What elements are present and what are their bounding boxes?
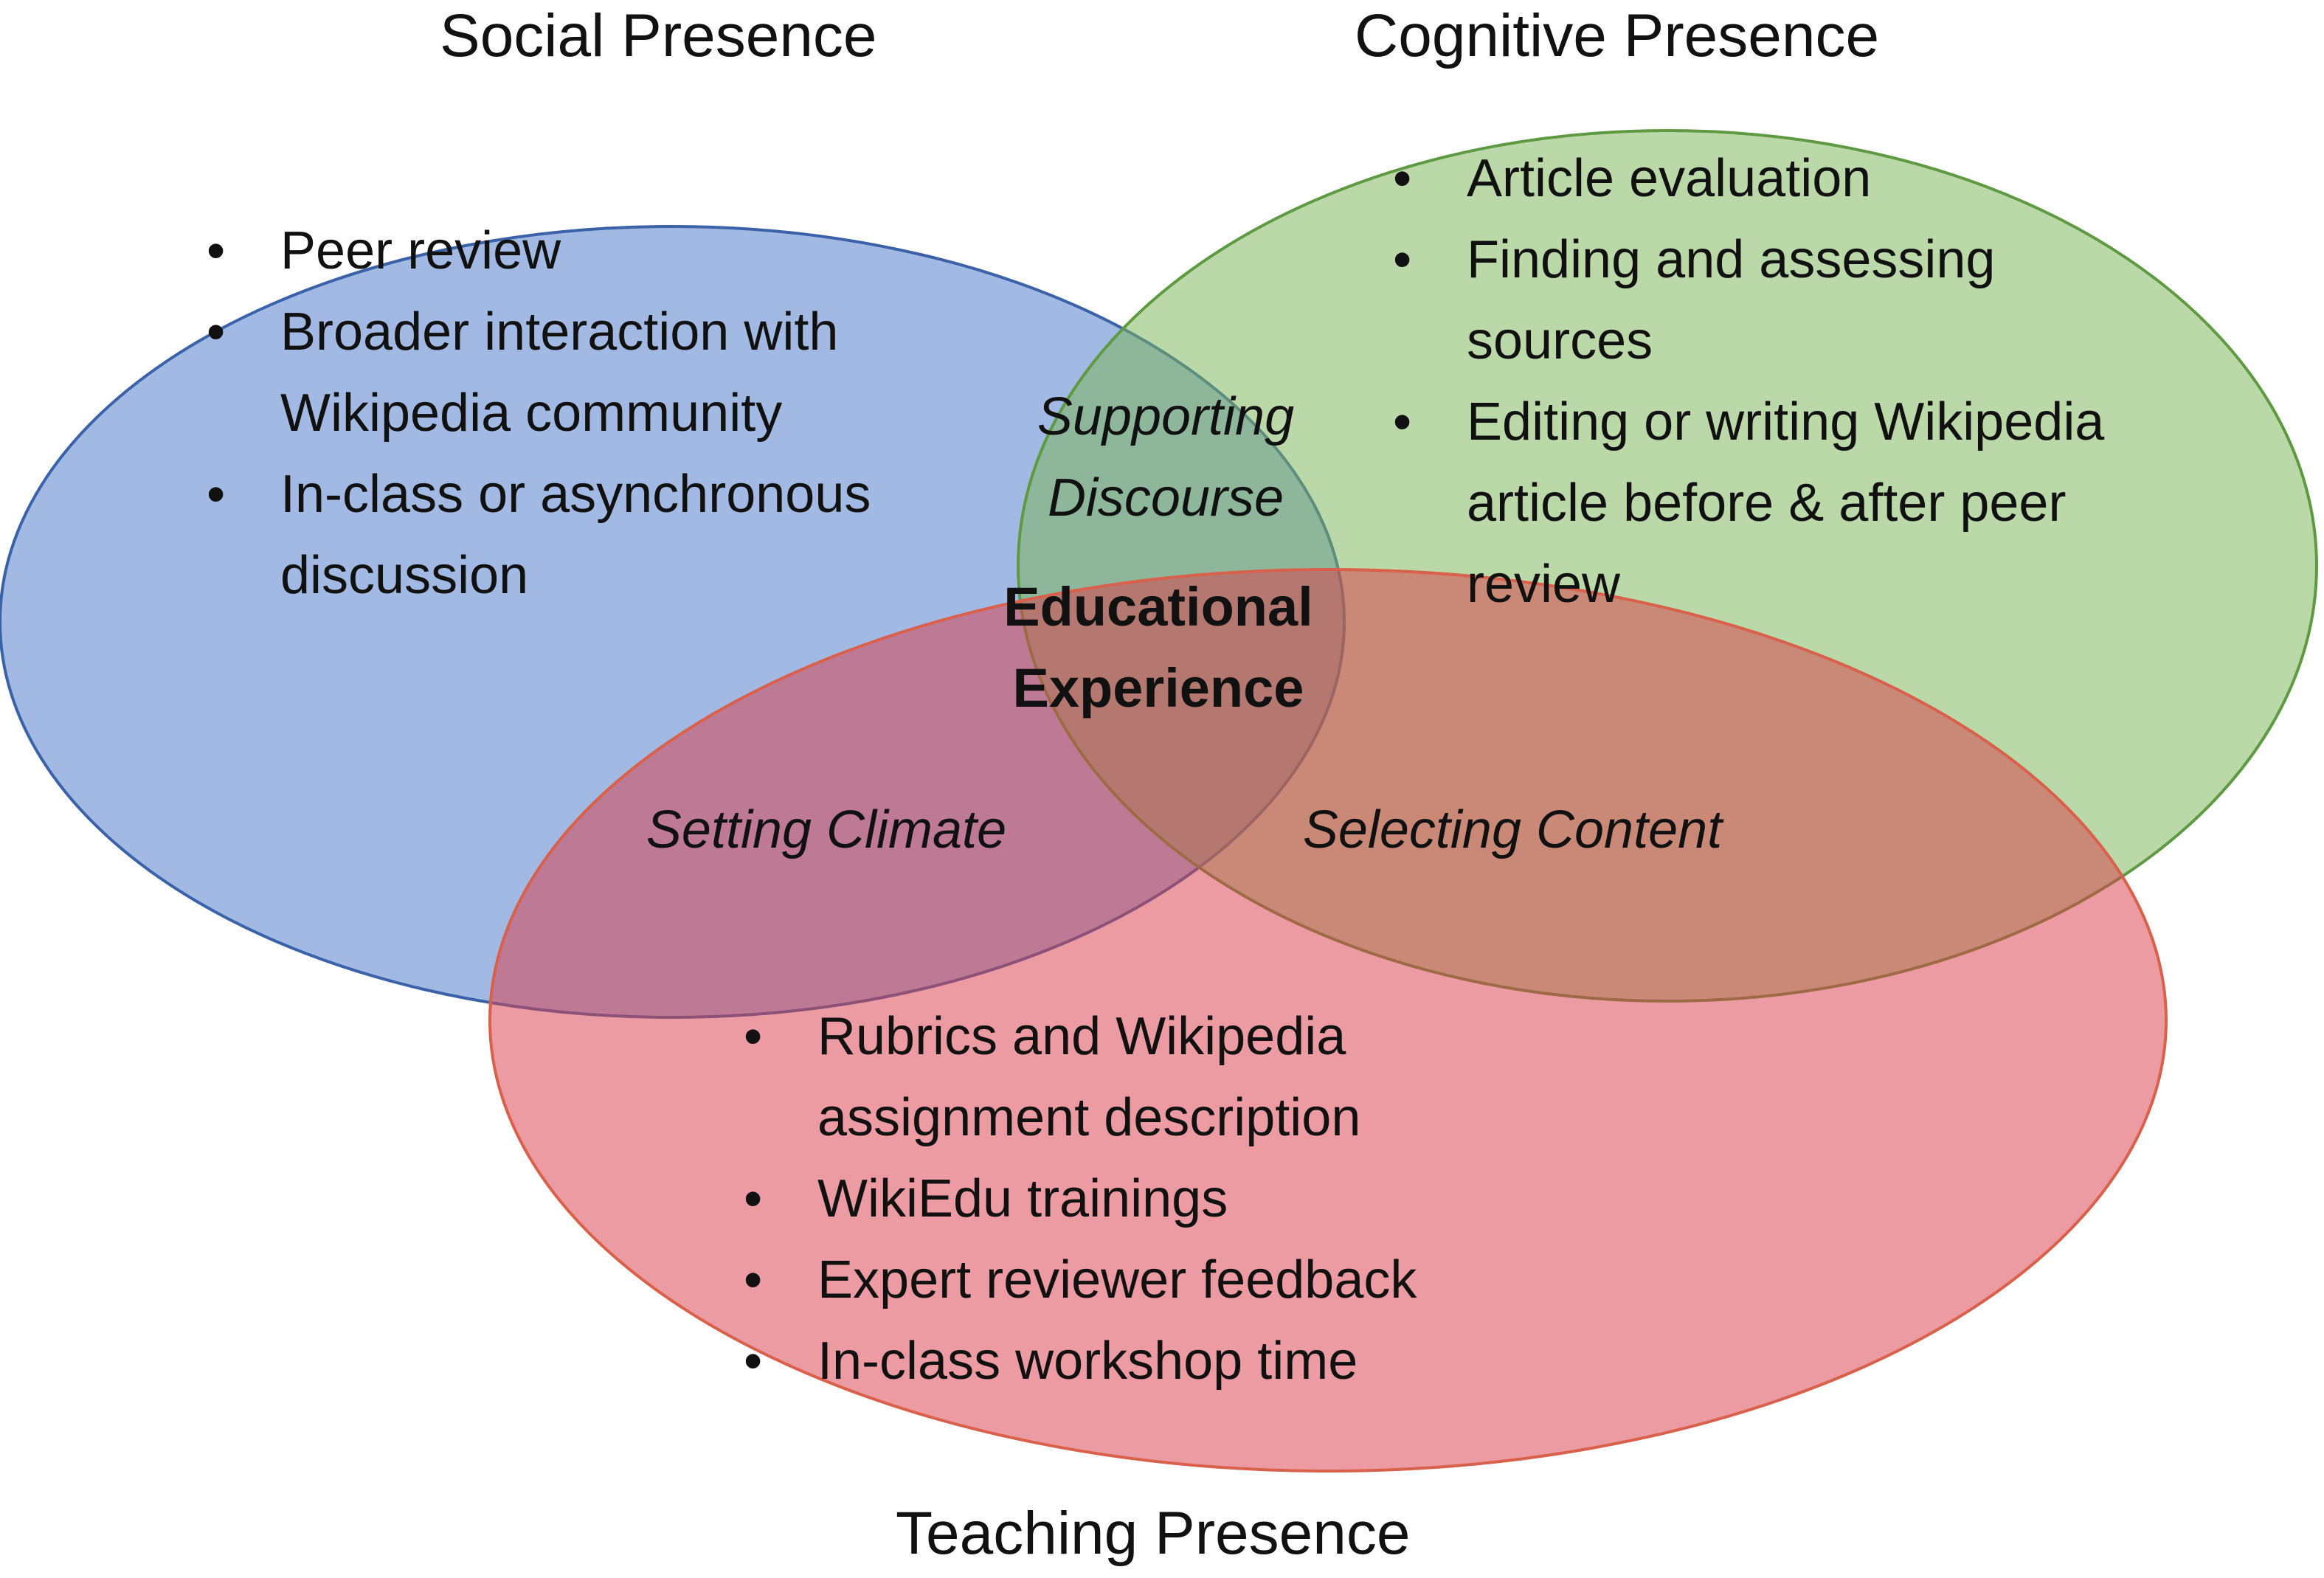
list-item: Finding and assessing sources (1393, 219, 2175, 381)
teaching-presence-list: Rubrics and Wikipedia assignment descrip… (744, 996, 1600, 1402)
selecting-content-label: Selecting Content (1302, 800, 1723, 859)
list-item: Rubrics and Wikipedia assignment descrip… (744, 996, 1600, 1158)
list-item: Editing or writing Wikipedia article bef… (1393, 381, 2175, 625)
cognitive-presence-title: Cognitive Presence (1355, 2, 1880, 69)
supporting-discourse-label: Supporting Discourse (1037, 387, 1295, 527)
setting-climate-label: Setting Climate (646, 800, 1007, 859)
teaching-presence-title: Teaching Presence (896, 1500, 1411, 1567)
list-item: Broader interaction with Wikipedia commu… (207, 291, 974, 454)
list-item: In-class or asynchronous discussion (207, 454, 974, 616)
social-presence-title: Social Presence (440, 2, 877, 69)
social-presence-list: Peer review Broader interaction with Wik… (207, 210, 974, 616)
list-item: Expert reviewer feedback (744, 1239, 1600, 1321)
cognitive-presence-list: Article evaluation Finding and assessing… (1393, 138, 2175, 625)
list-item: Peer review (207, 210, 974, 291)
educational-experience-label: Educational Experience (1003, 576, 1313, 719)
list-item: WikiEdu trainings (744, 1158, 1600, 1239)
list-item: Article evaluation (1393, 138, 2175, 219)
list-item: In-class workshop time (744, 1321, 1600, 1402)
